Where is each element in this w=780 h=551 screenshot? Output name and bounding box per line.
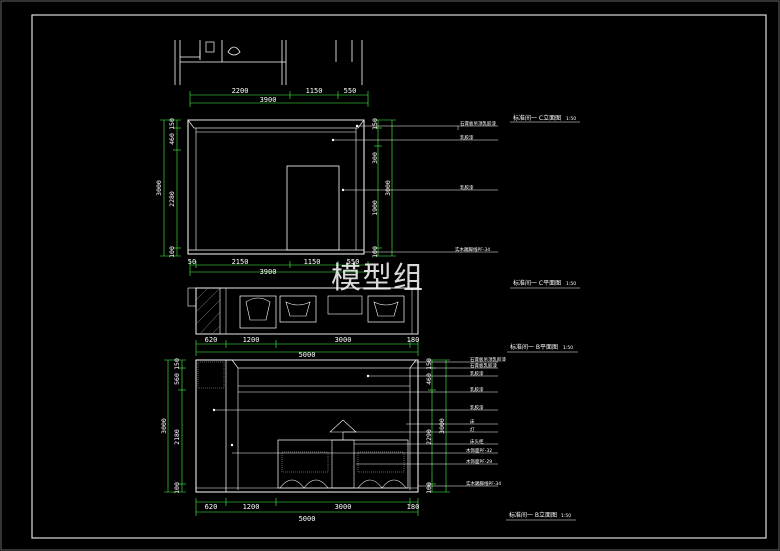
dim-3000-right: 3000 xyxy=(384,180,392,196)
drawing4-elevation xyxy=(195,359,419,493)
dim-b-620: 620 xyxy=(205,503,218,511)
dim-1150: 1150 xyxy=(306,87,323,95)
drawing1-title-block: 标准间一 C立面图 1:50 xyxy=(510,114,580,123)
title-c-plan: 标准间一 C平面图 xyxy=(513,279,561,287)
note-b-paint2: 乳胶漆 xyxy=(470,386,484,393)
dim-460-left: 460 xyxy=(168,133,176,145)
note-b-paint1: 乳胶漆 xyxy=(470,370,484,377)
note-c-ceiling: 石膏板吊顶乳胶漆 xyxy=(460,120,496,127)
plan-strip xyxy=(187,287,419,335)
dim-620-plan: 620 xyxy=(205,336,218,344)
dim-b-1200: 1200 xyxy=(243,503,260,511)
note-b-ceiling: 石膏板吊顶乳胶漆 xyxy=(470,356,506,363)
dim-550-bottom: 550 xyxy=(347,258,360,266)
scale-c-plan: 1:50 xyxy=(566,281,576,287)
note-c-paint1: 乳胶漆 xyxy=(460,134,474,141)
note-b-wood1: 木饰面PF-32 xyxy=(466,447,492,454)
dim-550: 550 xyxy=(344,87,357,95)
dim-150-right: 150 xyxy=(371,118,379,130)
dim-3000-left: 3000 xyxy=(155,180,163,196)
dim-3900-top: 3900 xyxy=(260,96,277,104)
dim-b-2290-right: 2290 xyxy=(425,429,433,445)
dim-1900-right: 1900 xyxy=(371,200,379,216)
drawing1-left-dimensions: 150 460 2280 100 3000 xyxy=(155,118,181,258)
dim-b-3000-right: 3000 xyxy=(438,418,446,434)
note-b-paint3: 乳胶漆 xyxy=(470,404,484,411)
dim-b-3000-left: 3000 xyxy=(160,418,168,434)
dim-1150-bottom: 1150 xyxy=(304,258,321,266)
dim-1200-plan: 1200 xyxy=(243,336,260,344)
drawing1-elevation xyxy=(187,119,365,255)
title-b-elevation: 标准间一 B立面图 xyxy=(509,511,557,519)
top-plan-fragment xyxy=(174,40,363,85)
dim-3900-bottom: 3900 xyxy=(260,268,277,276)
drawing4-bottom-dimensions: 620 1200 3000 180 5000 xyxy=(195,498,420,523)
dim-300-right: 300 xyxy=(371,152,379,164)
title-c-elevation: 标准间一 C立面图 xyxy=(513,114,561,122)
dim-150-left: 150 xyxy=(168,118,176,130)
dim-b-3000: 3000 xyxy=(335,503,352,511)
drawing1-leaders: 石膏板吊顶乳胶漆 乳胶漆 乳胶漆 实木踢脚线PF-34 xyxy=(333,120,498,253)
note-c-paint2: 乳胶漆 xyxy=(460,184,474,191)
drawing3-dimensions: 620 1200 3000 180 5000 xyxy=(195,336,420,359)
dim-5000-plan: 5000 xyxy=(299,351,316,359)
dim-b-460-right: 460 xyxy=(425,373,433,385)
drawing3-title-block: 标准间一 B平面图 1:50 xyxy=(507,343,578,353)
drawing1-bottom-dimensions: 50 2150 1150 550 3900 xyxy=(188,258,369,276)
dim-2150-bottom: 2150 xyxy=(232,258,249,266)
dim-100-left: 100 xyxy=(168,246,176,258)
scale-b-elevation: 1:50 xyxy=(561,513,571,519)
scale-c-elevation: 1:50 xyxy=(566,116,576,122)
drawing4-title-block: 标准间一 B立面图 1:50 xyxy=(506,511,576,521)
scale-b-plan: 1:50 xyxy=(563,345,573,351)
title-b-plan: 标准间一 B平面图 xyxy=(510,343,558,351)
watermark-text: 模型组 xyxy=(331,261,424,296)
note-b-nightstand: 床头柜 xyxy=(470,438,484,445)
dim-2200: 2200 xyxy=(232,87,249,95)
dim-b-150-right: 150 xyxy=(425,358,433,370)
drawing4-right-dimensions: 150 460 2290 100 3000 xyxy=(425,358,450,494)
dim-3000-plan: 3000 xyxy=(335,336,352,344)
note-b-lamp: 灯 xyxy=(470,426,475,433)
drawing2-title-block: 标准间一 C平面图 1:50 xyxy=(510,279,580,289)
dim-180-plan: 180 xyxy=(407,336,420,344)
drawing-frame xyxy=(31,14,767,539)
dim-b-2180-left: 2180 xyxy=(173,429,181,445)
dim-b-100-left: 100 xyxy=(173,482,181,494)
dim-b-150-left: 150 xyxy=(173,358,181,370)
dim-50-bottom: 50 xyxy=(188,258,196,266)
dim-2280-left: 2280 xyxy=(168,191,176,207)
dim-b-100-right: 100 xyxy=(425,482,433,494)
note-c-skirting: 实木踢脚线PF-34 xyxy=(455,246,490,253)
dim-b-5000: 5000 xyxy=(299,515,316,523)
drawing1-right-dimensions: 150 300 1900 100 3000 xyxy=(371,118,396,258)
note-b-gypsum: 石膏板乳胶漆 xyxy=(470,362,497,369)
dim-b-560-left: 560 xyxy=(173,373,181,385)
drawing1-top-dimensions: 2200 1150 550 3900 xyxy=(189,87,369,107)
note-b-wood2: 木饰面PF-29 xyxy=(466,458,492,465)
drawing4-left-dimensions: 150 560 2180 100 3000 xyxy=(160,358,186,494)
dim-b-180: 180 xyxy=(407,503,420,511)
note-b-skirting: 实木踢脚线PF-34 xyxy=(466,480,501,487)
note-b-bed: 床 xyxy=(470,418,475,425)
drawing4-leaders: 石膏板吊顶乳胶漆 石膏板乳胶漆 乳胶漆 乳胶漆 乳胶漆 床 灯 床头柜 木饰面P… xyxy=(214,356,506,487)
